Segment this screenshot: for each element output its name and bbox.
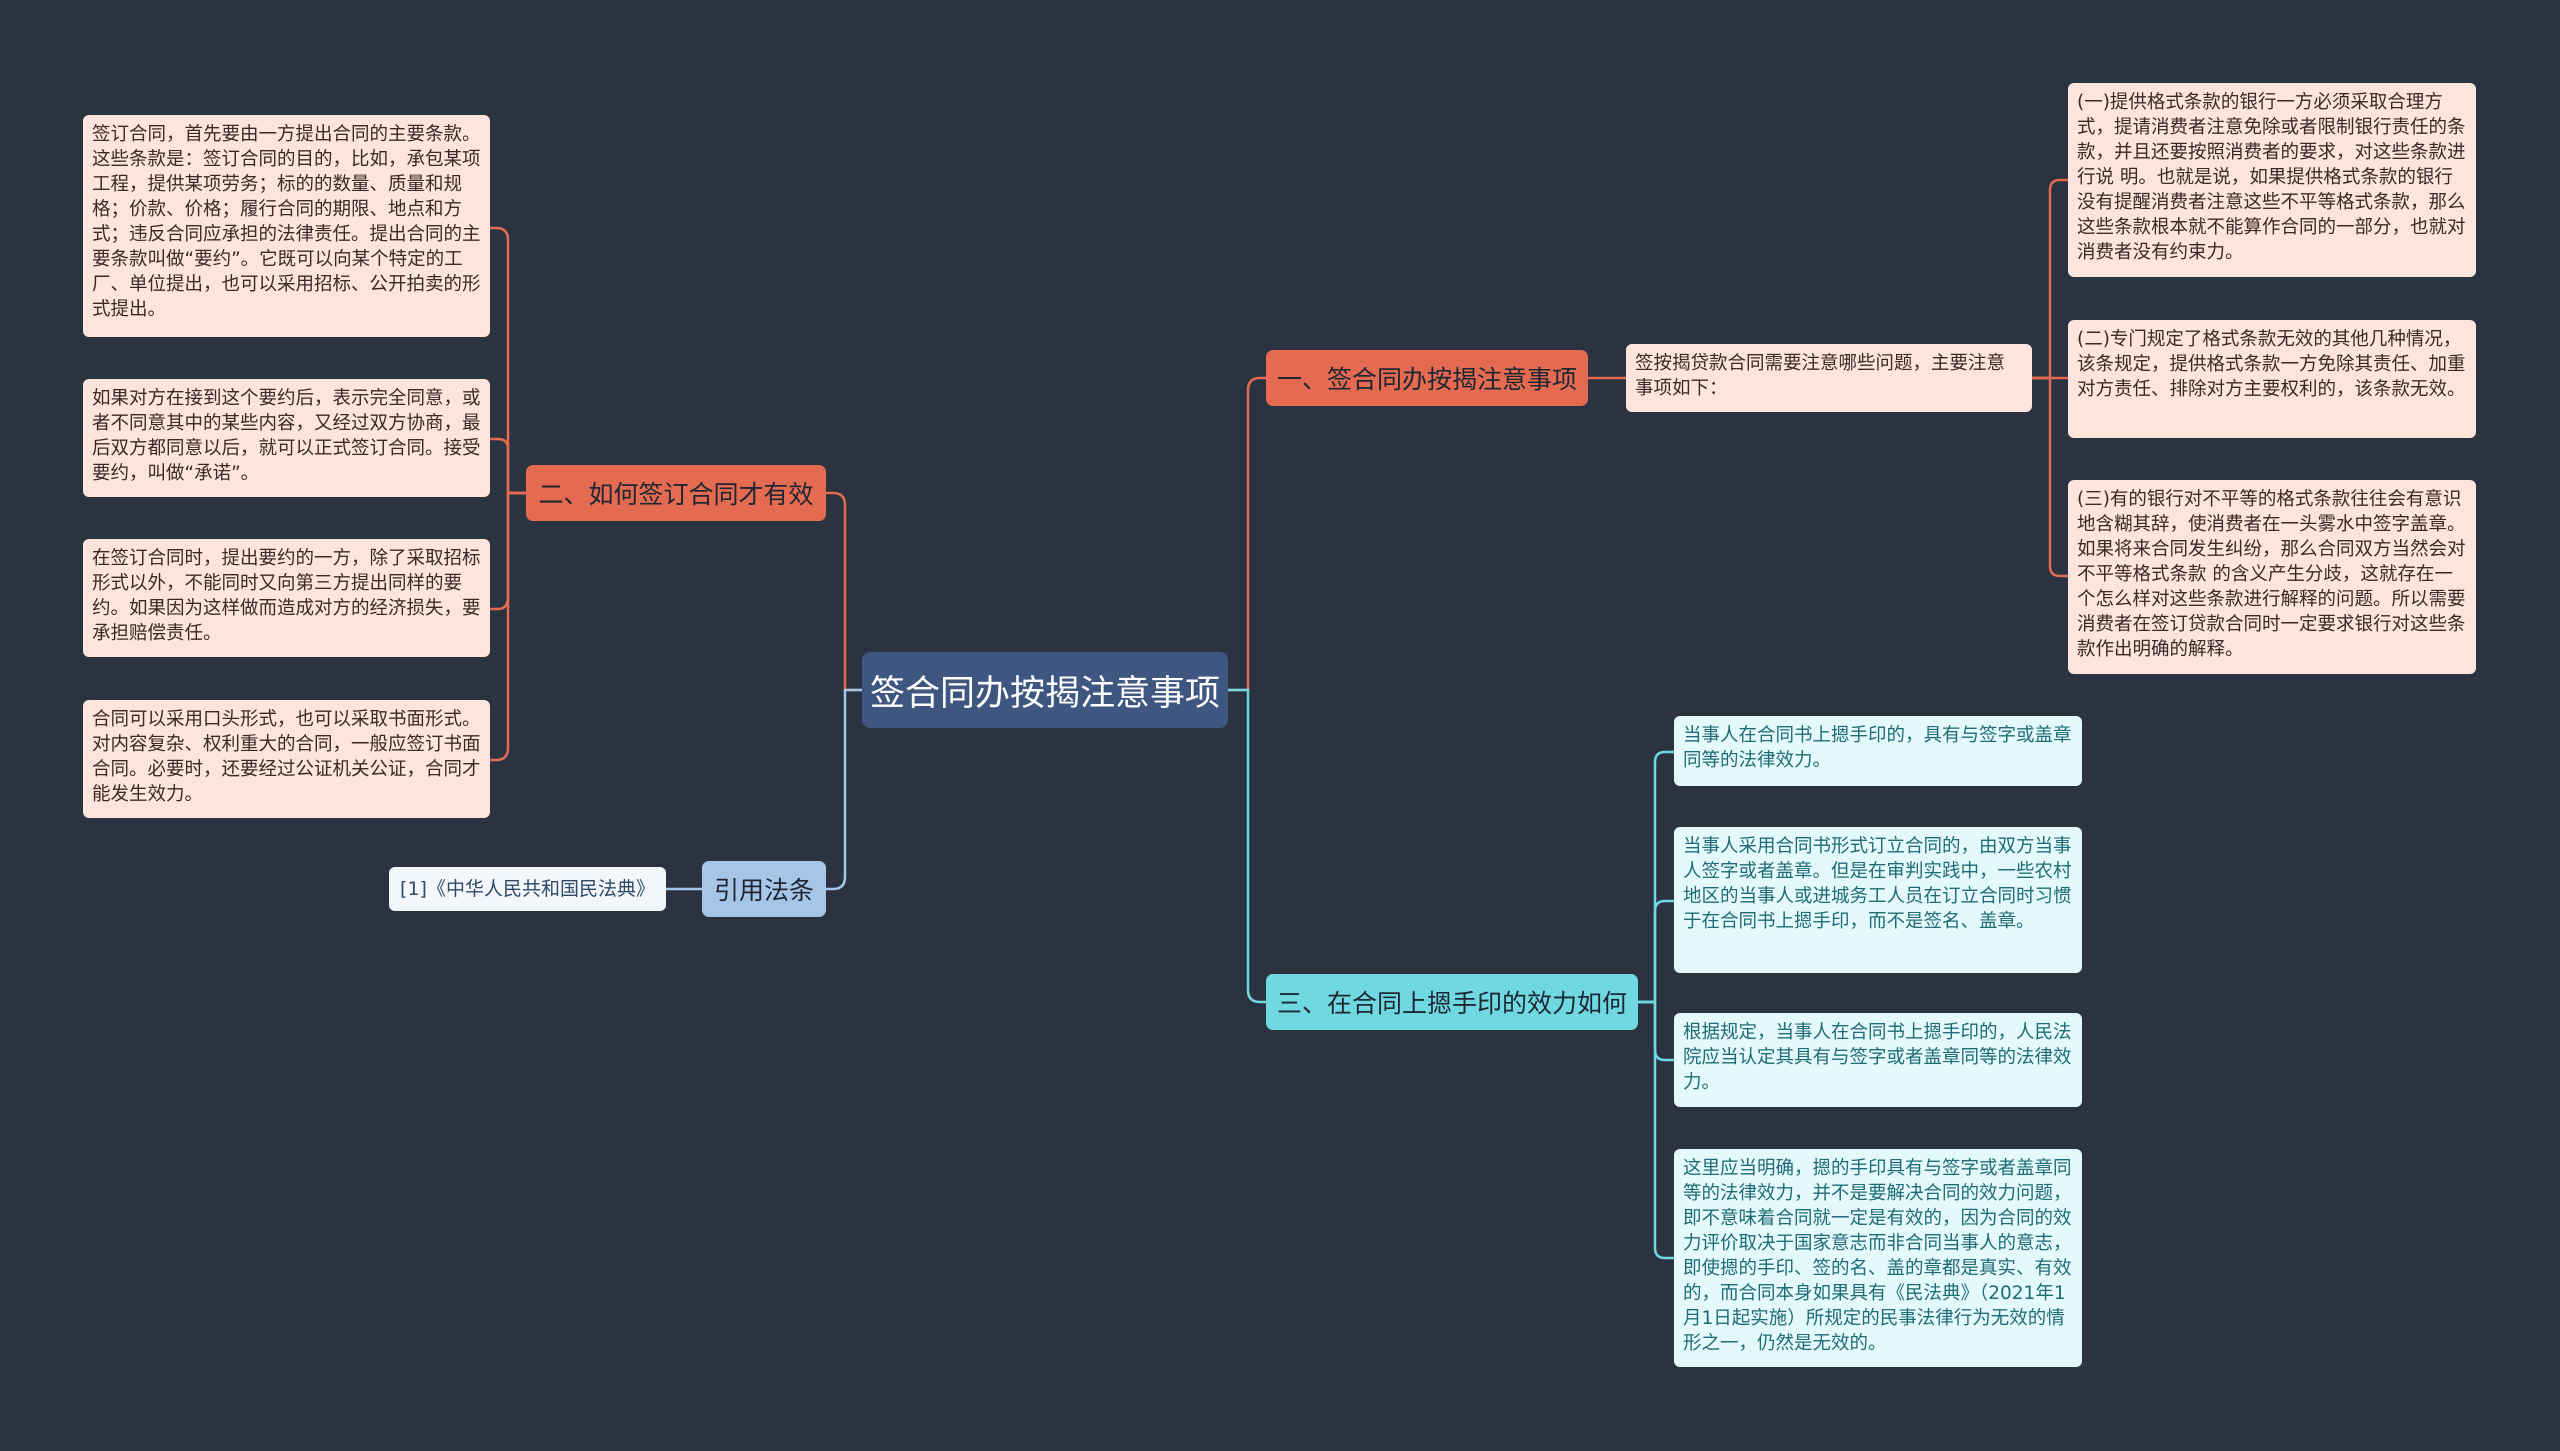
branch3-item-4: 这里应当明确，摁的手印具有与签字或者盖章同等的法律效力，并不是要解决合同的效力问… [1674, 1149, 2082, 1367]
branch3-item-3: 根据规定，当事人在合同书上摁手印的，人民法院应当认定其具有与签字或者盖章同等的法… [1674, 1013, 2082, 1107]
branch-how-to-sign-valid-contract[interactable]: 二、如何签订合同才有效 [526, 465, 826, 521]
branch1-intro: 签按揭贷款合同需要注意哪些问题，主要注意事项如下： [1626, 344, 2032, 412]
branch2-item-2: 如果对方在接到这个要约后，表示完全同意，或者不同意其中的某些内容，又经过双方协商… [83, 379, 490, 497]
branch3-item-1: 当事人在合同书上摁手印的，具有与签字或盖章同等的法律效力。 [1674, 716, 2082, 786]
branch2-item-1: 签订合同，首先要由一方提出合同的主要条款。这些条款是：签订合同的目的，比如，承包… [83, 115, 490, 337]
branch3-item-2: 当事人采用合同书形式订立合同的，由双方当事人签字或者盖章。但是在审判实践中，一些… [1674, 827, 2082, 973]
branch2-item-3: 在签订合同时，提出要约的一方，除了采取招标形式以外，不能同时又向第三方提出同样的… [83, 539, 490, 657]
branch1-item-1: (一)提供格式条款的银行一方必须采取合理方式，提请消费者注意免除或者限制银行责任… [2068, 83, 2476, 277]
law-reference-civil-code[interactable]: [1]《中华人民共和国民法典》 [389, 867, 666, 911]
branch-cited-laws[interactable]: 引用法条 [702, 861, 826, 917]
branch-signing-mortgage-notes[interactable]: 一、签合同办按揭注意事项 [1266, 350, 1588, 406]
branch1-item-2: (二)专门规定了格式条款无效的其他几种情况，该条规定，提供格式条款一方免除其责任… [2068, 320, 2476, 438]
root-topic[interactable]: 签合同办按揭注意事项 [862, 652, 1228, 728]
branch-thumbprint-validity[interactable]: 三、在合同上摁手印的效力如何 [1266, 974, 1638, 1030]
branch2-item-4: 合同可以采用口头形式，也可以采取书面形式。对内容复杂、权利重大的合同，一般应签订… [83, 700, 490, 818]
branch1-item-3: (三)有的银行对不平等的格式条款往往会有意识地含糊其辞，使消费者在一头雾水中签字… [2068, 480, 2476, 674]
